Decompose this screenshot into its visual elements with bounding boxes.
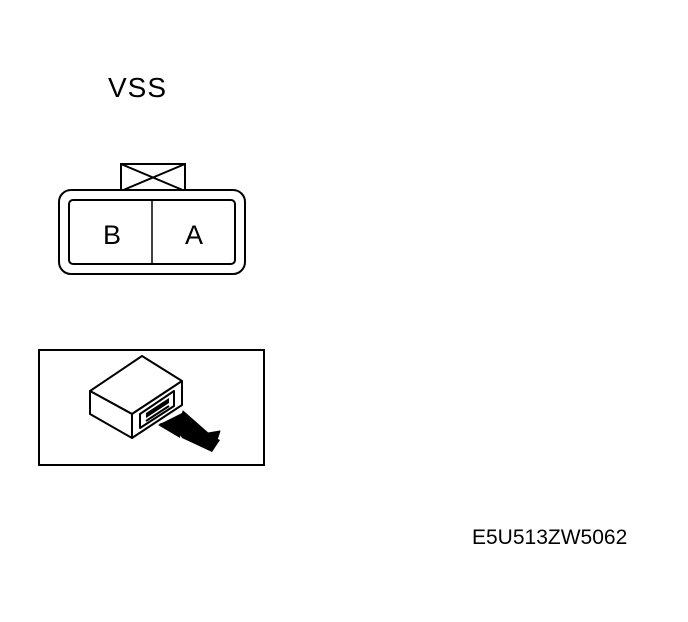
reference-code: E5U513ZW5062 xyxy=(472,526,628,549)
terminal-a-label: A xyxy=(185,220,203,250)
connector-with-arrow-icon xyxy=(89,355,221,452)
terminal-b-label: B xyxy=(103,220,121,250)
lock-tab xyxy=(120,163,186,192)
connector-title: VSS xyxy=(108,72,168,103)
